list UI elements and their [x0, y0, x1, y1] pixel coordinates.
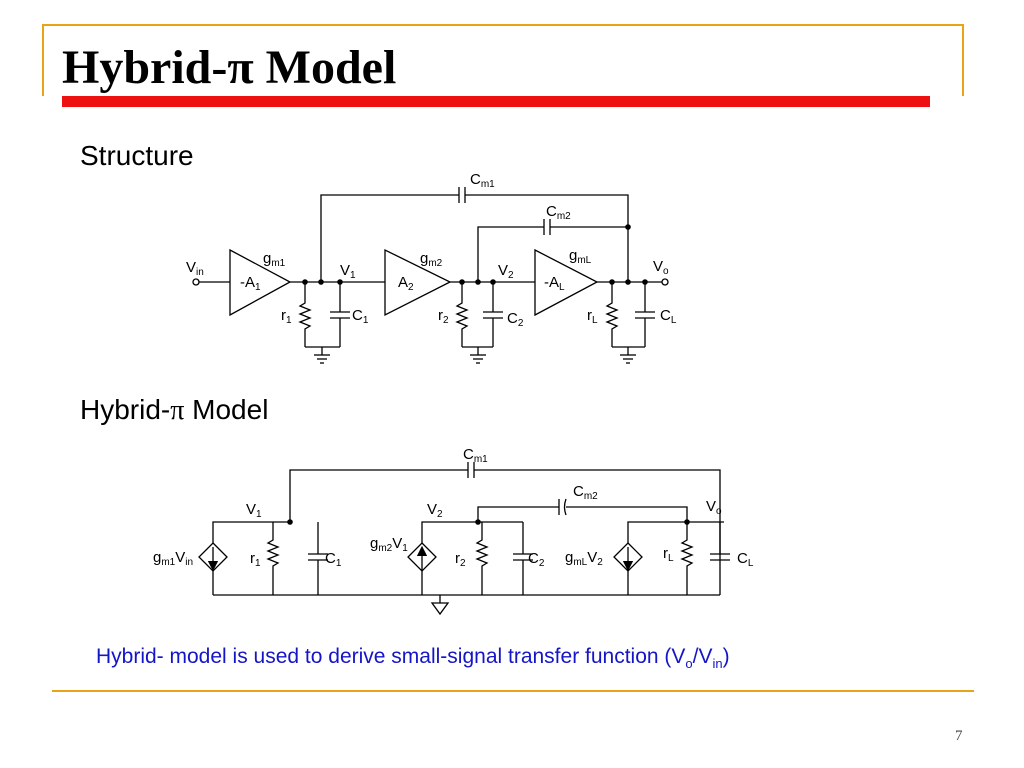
label-r1: r1: [281, 307, 292, 326]
cm1-wire-right: [465, 194, 629, 282]
model-label-gm1vin: gm1Vin: [153, 549, 193, 568]
label-r2: r2: [438, 307, 449, 326]
caption-text: Hybrid- model is used to derive small-si…: [96, 644, 730, 677]
model-label-v2: V2: [427, 501, 443, 520]
frame-left-line: [42, 24, 44, 96]
label-c1: C1: [352, 307, 369, 326]
caption-suffix: ): [722, 645, 730, 668]
page-number: 7: [955, 728, 963, 744]
footer-divider: [52, 690, 974, 692]
vin-terminal: [192, 278, 200, 286]
stagel-load: [605, 282, 655, 364]
caption-sub-in: in: [712, 656, 723, 672]
caption-mid: /V: [692, 645, 713, 668]
model-label-v1: V1: [246, 501, 262, 520]
cm1-wire-left: [320, 194, 459, 282]
label-cl: CL: [660, 307, 677, 326]
cm2-wire-left: [477, 226, 544, 282]
caption-sub-o: o: [685, 656, 693, 672]
model-label-c1: C1: [325, 550, 342, 569]
label-cm2: Cm2: [546, 203, 571, 222]
structure-labels: Vin gm1 gm2 gmL V1 V2 Vo -A1 A2 -AL r1 C…: [186, 171, 677, 329]
label-gm2: gm2: [420, 250, 443, 269]
model-cm2-plate-right: [563, 498, 567, 516]
model-label-r2: r2: [455, 550, 466, 569]
label-gm1: gm1: [263, 250, 286, 269]
label-gml: gmL: [569, 247, 592, 266]
frame-right-line: [962, 24, 964, 96]
label-v1: V1: [340, 262, 356, 281]
model-label-gmlv2: gmLV2: [565, 549, 603, 568]
section-label-suffix: Model: [184, 394, 269, 425]
model-circuit: [198, 462, 730, 616]
model-label-vo: Vo: [706, 498, 722, 517]
model-cm1-wire-right: [474, 469, 721, 595]
label-ampl: -AL: [544, 274, 565, 293]
model-cm2-wire-right: [566, 506, 688, 522]
model-stagel: [523, 521, 730, 596]
section-label-structure: Structure: [80, 140, 194, 171]
structure-junctions: [302, 224, 648, 285]
model-label-cm1: Cm1: [463, 446, 488, 465]
label-vo: Vo: [653, 258, 669, 277]
frame-top-line: [42, 24, 964, 26]
stage1-load: [298, 282, 350, 364]
model-label-cm2: Cm2: [573, 483, 598, 502]
label-amp1: -A1: [240, 274, 261, 293]
amplifier-2: [384, 248, 452, 317]
model-stage1: [198, 521, 328, 596]
title-underline: [62, 96, 930, 107]
caption-prefix: Hybrid- model is used to derive small-si…: [96, 645, 686, 668]
label-vin: Vin: [186, 259, 204, 278]
model-label-c2: C2: [528, 550, 545, 569]
model-labels: Cm1 Cm2 V1 V2 Vo gm1Vin gm2V1 gmLV2 r1 C…: [153, 446, 754, 569]
model-ground: [430, 595, 450, 616]
model-junctions: [287, 519, 690, 525]
model-cm2-wire-left: [477, 506, 559, 522]
section-label-prefix: Hybrid-: [80, 394, 171, 425]
label-c2: C2: [507, 310, 524, 329]
section-label-hybrid-pi: Hybrid-π Model: [80, 394, 268, 427]
amplifier-1: [229, 248, 292, 317]
label-v2: V2: [498, 262, 514, 281]
amplifier-l: [534, 248, 599, 317]
label-rl: rL: [587, 307, 598, 326]
model-label-gm2v1: gm2V1: [370, 535, 408, 554]
pi-symbol: π: [170, 395, 185, 426]
label-cm1: Cm1: [470, 171, 495, 190]
model-label-rl: rL: [663, 545, 674, 564]
slide-title: Hybrid-π Model: [62, 41, 397, 94]
model-label-r1: r1: [250, 550, 261, 569]
label-amp2: A2: [398, 274, 414, 293]
structure-circuit: [192, 187, 669, 364]
model-label-cl: CL: [737, 550, 754, 569]
model-stage2: [318, 521, 533, 596]
vo-terminal: [661, 278, 669, 286]
model-cm1-wire-left: [289, 469, 468, 522]
stage2-load: [455, 282, 503, 364]
